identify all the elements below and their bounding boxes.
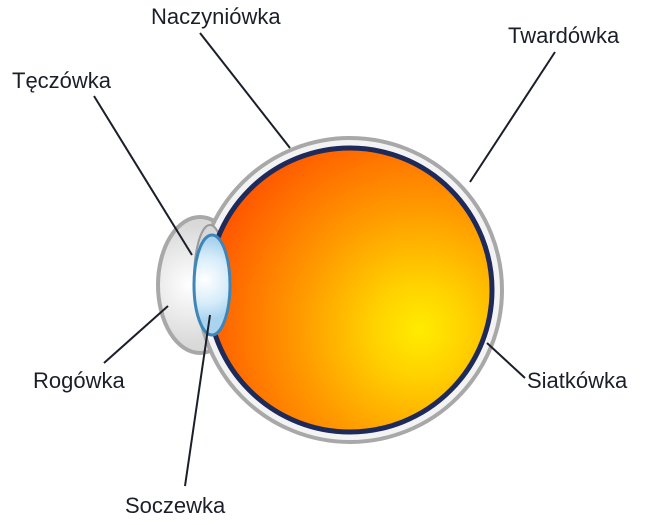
cornea-label: Rogówka: [33, 368, 125, 393]
lens-label: Soczewka: [125, 493, 226, 518]
retina-label: Siatkówka: [527, 368, 628, 393]
choroid-leader-line: [200, 33, 290, 148]
cornea-leader-line: [104, 306, 168, 363]
sclera-label: Twardówka: [508, 23, 620, 48]
choroid-label: Naczyniówka: [151, 4, 281, 29]
lens-shape: [194, 235, 230, 335]
sclera-leader-line: [470, 52, 555, 182]
retina-leader-line: [487, 343, 525, 378]
iris-label: Tęczówka: [12, 68, 112, 93]
globe-shape: [208, 148, 492, 432]
iris-leader-line: [94, 96, 192, 255]
